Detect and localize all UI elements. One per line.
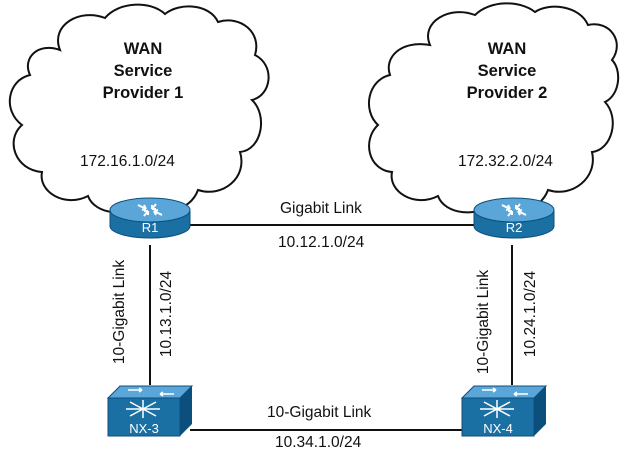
link-r1-nx3-subnet: 10.13.1.0/24 <box>158 270 175 358</box>
switch-nx3[interactable]: NX-3 <box>106 385 194 437</box>
cloud-sp2-title-line: Provider 2 <box>466 84 548 102</box>
router-icon <box>109 197 191 239</box>
cloud-sp2-subnet: 172.32.2.0/24 <box>458 153 553 170</box>
cloud-sp1-title-line: Provider 1 <box>102 84 184 102</box>
device-label-r2: R2 <box>506 220 523 235</box>
cloud-sp2-title-line: Service <box>477 62 537 80</box>
link-r1-r2-subnet: 10.12.1.0/24 <box>278 234 365 251</box>
link-r1-nx3-name: 10-Gigabit Link <box>111 259 128 365</box>
cloud-sp1-subnet: 172.16.1.0/24 <box>80 153 175 170</box>
cloud-sp1-title-line: Service <box>113 62 173 80</box>
cloud-sp1 <box>8 3 270 214</box>
device-label-r1: R1 <box>142 220 159 235</box>
link-r2-nx4-name: 10-Gigabit Link <box>475 269 492 375</box>
switch-nx4[interactable]: NX-4 <box>460 385 548 437</box>
cloud-sp1-title-line: WAN <box>123 40 163 58</box>
switch-icon <box>460 385 548 437</box>
device-label-nx4: NX-4 <box>483 421 513 436</box>
link-nx3-nx4-name: 10-Gigabit Link <box>267 404 372 421</box>
cloud-sp2-title: WAN Service Provider 2 <box>452 38 562 104</box>
router-r1[interactable]: R1 <box>109 197 191 239</box>
device-label-nx3: NX-3 <box>129 421 159 436</box>
cloud-sp1-title: WAN Service Provider 1 <box>88 38 198 104</box>
router-icon <box>473 197 555 239</box>
cloud-sp2 <box>368 2 620 214</box>
link-r2-nx4-subnet: 10.24.1.0/24 <box>522 270 539 358</box>
link-nx3-nx4-subnet: 10.34.1.0/24 <box>275 434 362 451</box>
router-r2[interactable]: R2 <box>473 197 555 239</box>
link-r1-r2-name: Gigabit Link <box>280 200 362 217</box>
switch-icon <box>106 385 194 437</box>
cloud-sp2-title-line: WAN <box>487 40 527 58</box>
